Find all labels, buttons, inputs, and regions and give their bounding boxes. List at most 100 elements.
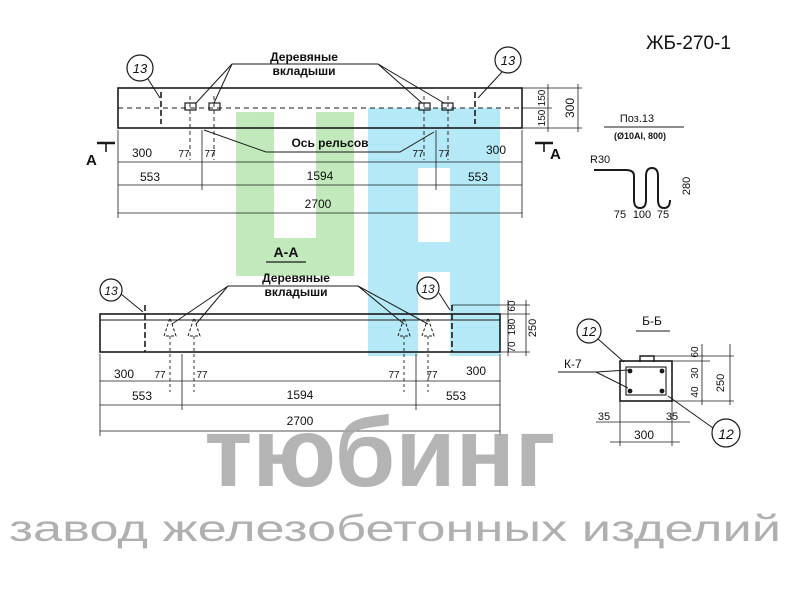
section-aa-inserts-label-2: вкладыши bbox=[264, 285, 327, 299]
section-aa-dim-right-0: 60 bbox=[507, 300, 518, 312]
rebar-width-1: 100 bbox=[633, 209, 651, 221]
section-bb-frame-leader-2 bbox=[595, 371, 629, 389]
section-aa-inserts-label-1: Деревяные bbox=[262, 271, 330, 285]
logo-blue-bar bbox=[368, 108, 500, 168]
plan-inserts-leader-right2 bbox=[377, 63, 445, 104]
section-aa-dim-right-1: 180 bbox=[507, 318, 518, 335]
section-aa-mark-left-leader bbox=[120, 293, 144, 313]
plan-dim-right-1: 150 bbox=[537, 109, 548, 126]
drawing-code: ЖБ-270-1 bbox=[646, 33, 731, 54]
section-aa-title: А-А bbox=[274, 244, 299, 260]
section-bb-bar-2 bbox=[659, 368, 665, 374]
plan-section-mark-left: А bbox=[86, 152, 97, 169]
section-bb-outline bbox=[619, 360, 673, 402]
plan-dim-row1-1: 77 bbox=[178, 149, 190, 160]
section-aa-dim-row2-2: 553 bbox=[446, 389, 466, 403]
section-aa-mark-right-circle bbox=[416, 276, 440, 300]
section-bb-mark-top: 12 bbox=[582, 324, 597, 339]
rebar-height: 280 bbox=[681, 177, 693, 195]
section-aa-insert-4 bbox=[421, 316, 435, 337]
plan-dim-total: 2700 bbox=[305, 197, 332, 211]
section-bb-bar-4 bbox=[659, 388, 665, 394]
plan-inserts-leader-left bbox=[195, 63, 233, 104]
plan-inserts-leader-right bbox=[232, 63, 423, 104]
section-aa-dim-row1-2: 77 bbox=[196, 370, 208, 381]
section-aa-inserts-leader-left bbox=[171, 285, 229, 325]
section-bb-cage bbox=[625, 366, 667, 396]
plan-insert-2 bbox=[208, 102, 221, 111]
section-aa-dim-row1-3: 77 bbox=[388, 370, 400, 381]
logo-blue-bottom bbox=[384, 242, 500, 272]
section-bb-frame-label: К-7 bbox=[564, 357, 582, 371]
section-aa-outline bbox=[99, 313, 501, 353]
section-bb-mark-bottom-circle bbox=[711, 418, 741, 448]
section-bb-bar-1 bbox=[627, 368, 633, 374]
plan-dim-row1-2: 77 bbox=[204, 149, 216, 160]
rebar-shape bbox=[594, 166, 671, 210]
section-aa-mark-right-leader bbox=[438, 292, 451, 311]
plan-mark-right: 13 bbox=[501, 53, 516, 68]
section-aa-dim-row2-0: 553 bbox=[132, 389, 152, 403]
section-aa-mark-left-circle bbox=[99, 278, 123, 302]
plan-dim-row1-0: 300 bbox=[132, 146, 152, 160]
section-aa-dim-row1-5: 300 bbox=[466, 364, 486, 378]
logo-green-right bbox=[316, 112, 354, 276]
section-bb-loop bbox=[639, 355, 655, 362]
section-bb-dim-bottom-2: 300 bbox=[634, 428, 654, 442]
section-bb-mark-bottom: 12 bbox=[718, 426, 734, 442]
plan-dim-row2-1: 1594 bbox=[307, 169, 334, 183]
section-bb-bar-3 bbox=[627, 388, 633, 394]
plan-dim-row1-3: 77 bbox=[412, 149, 424, 160]
section-bb-frame-leader-1 bbox=[595, 369, 629, 373]
section-aa-inserts-leader-right2 bbox=[357, 285, 429, 325]
section-aa-insert-1 bbox=[163, 316, 177, 337]
plan-dim-right-0: 150 bbox=[537, 89, 548, 106]
plan-dim-row1-5: 300 bbox=[486, 143, 506, 157]
plan-dim-row2-0: 553 bbox=[140, 170, 160, 184]
plan-rail-axis-leader bbox=[203, 129, 435, 153]
section-bb-dim-bottom-1: 35 bbox=[666, 411, 678, 423]
section-aa-mark-left: 13 bbox=[104, 284, 118, 298]
plan-inserts-leader-left2 bbox=[213, 63, 233, 104]
rebar-spec: (Ø10АI, 800) bbox=[614, 131, 666, 141]
section-aa-dim-right-2: 70 bbox=[507, 341, 518, 353]
section-bb-title: Б-Б bbox=[642, 314, 662, 328]
plan-insert-1 bbox=[184, 102, 197, 111]
rebar-title: Поз.13 bbox=[620, 113, 654, 125]
section-bb-dim-right-3: 250 bbox=[715, 374, 727, 392]
section-aa-dim-right-3: 250 bbox=[527, 319, 539, 337]
plan-mark-left: 13 bbox=[133, 61, 148, 76]
section-aa-dim-row1-1: 77 bbox=[154, 370, 166, 381]
rebar-radius: R30 bbox=[590, 154, 610, 166]
watermark-tagline: завод железобетонных изделий bbox=[9, 508, 781, 549]
plan-mark-left-circle bbox=[126, 54, 154, 82]
watermark-brand: тюбинг bbox=[204, 397, 555, 507]
section-bb-mark-bottom-leader bbox=[667, 395, 714, 429]
section-bb-dim-right-1: 30 bbox=[690, 367, 701, 379]
plan-mark-left-leader bbox=[147, 78, 161, 99]
plan-insert-3 bbox=[418, 102, 431, 111]
section-aa-dim-row1-0: 300 bbox=[114, 367, 134, 381]
section-bb-dim-bottom-0: 35 bbox=[598, 411, 610, 423]
section-bb-mark-top-leader bbox=[597, 338, 625, 363]
rebar-detail: Поз.13 (Ø10АI, 800) R30 280 75 100 75 bbox=[590, 113, 693, 221]
section-bb-dim-right-0: 60 bbox=[690, 346, 701, 358]
plan-insert-4 bbox=[441, 102, 454, 111]
section-aa-dim-row1-4: 77 bbox=[426, 370, 438, 381]
section-bb-dim-right-2: 40 bbox=[690, 386, 701, 398]
plan-inserts-label-2: вкладыши bbox=[272, 64, 335, 78]
rebar-width-0: 75 bbox=[614, 209, 626, 221]
plan-dim-row1-4: 77 bbox=[438, 149, 450, 160]
plan-inserts-label-1: Деревяные bbox=[270, 50, 338, 64]
plan-dim-row2-2: 553 bbox=[468, 170, 488, 184]
section-bb: Б-Б 12 К-7 60 30 40 250 35 35 300 bbox=[558, 314, 741, 448]
section-bb-mark-top-circle bbox=[576, 318, 602, 344]
plan-mark-right-circle bbox=[494, 46, 522, 74]
plan-dim-right-2: 300 bbox=[563, 98, 577, 118]
plan-view: 13 13 Деревяные вкладыши Ось рельсов А А… bbox=[86, 46, 582, 218]
section-aa: А-А 13 13 Деревяные вкладыши 60 180 bbox=[99, 244, 539, 436]
plan-section-mark-right: А bbox=[550, 146, 561, 163]
section-aa-mark-right: 13 bbox=[421, 282, 435, 296]
plan-rail-axis-label: Ось рельсов bbox=[291, 136, 368, 150]
